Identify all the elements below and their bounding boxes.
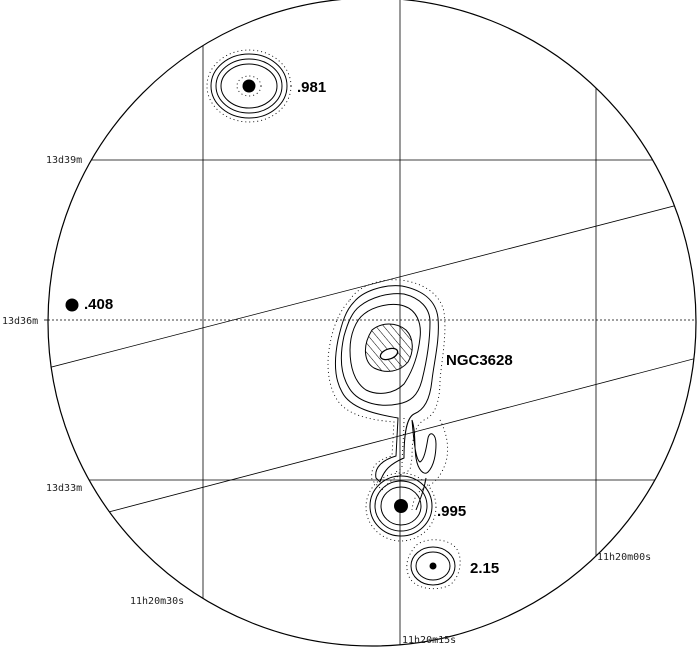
source-bottom-label: 2.15 [470,560,499,577]
source-top-marker [242,79,256,93]
galaxy-label: NGC3628 [446,352,513,369]
source-lower-label: .995 [437,503,466,520]
source-left-marker [65,298,79,312]
source-left-label: .408 [84,296,113,313]
source-lower [365,472,437,542]
galaxy-contours [327,279,449,511]
dec-label-top: 13d39m [46,155,82,166]
galaxy-nucleus [379,347,399,361]
band-lower-line [48,357,696,531]
source-lower-marker [394,499,408,513]
source-top-label: .981 [297,79,326,96]
source-bottom [406,539,461,590]
ra-label-mid: 11h20m15s [402,635,456,646]
ra-label-right: 11h20m00s [597,552,651,563]
source-top [206,49,292,123]
dec-label-mid: 13d36m [2,316,38,327]
field-of-view-circle [47,0,697,647]
ra-label-left: 11h20m30s [130,596,184,607]
source-bottom-marker [429,562,437,570]
dec-label-bottom: 13d33m [46,483,82,494]
